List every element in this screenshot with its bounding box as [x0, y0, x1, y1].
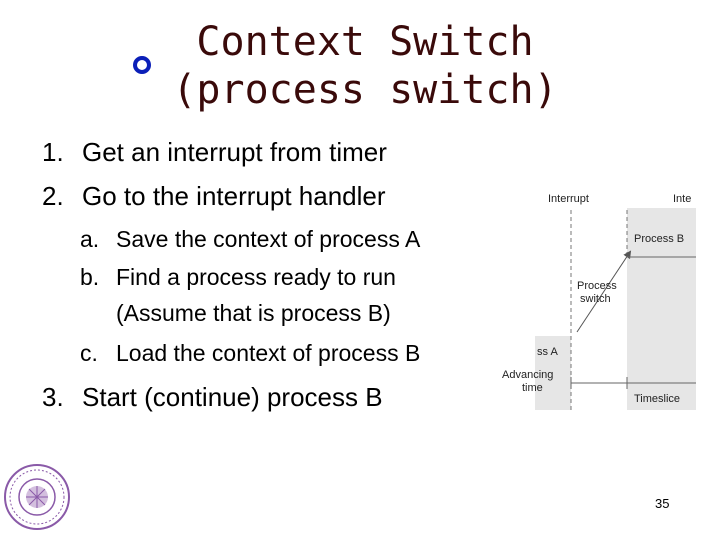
substep-b-text: Find a process ready to run	[116, 264, 396, 290]
interrupt-label-left: Interrupt	[548, 193, 589, 205]
advancing-time-label-1: Advancing	[502, 369, 553, 381]
process-switch-label-2: switch	[580, 293, 611, 305]
step-3: 3. Start (continue) process B	[42, 382, 383, 413]
step-3-text: Start (continue) process B	[82, 382, 383, 412]
step-2: 2. Go to the interrupt handler	[42, 181, 386, 212]
step-3-number: 3.	[42, 382, 64, 412]
title-bullet-icon	[133, 56, 151, 74]
process-a-label: ss A	[537, 346, 558, 358]
slide-title: Context Switch (process switch)	[160, 18, 570, 114]
substep-a-letter: a.	[80, 226, 100, 252]
substep-b: b. Find a process ready to run	[80, 264, 396, 291]
interrupt-label-right: Inte	[673, 193, 691, 205]
title-line-2: (process switch)	[172, 67, 558, 113]
step-1: 1. Get an interrupt from timer	[42, 137, 387, 168]
advancing-time-label-2: time	[522, 382, 543, 394]
title-line-1: Context Switch	[196, 19, 534, 65]
substep-a-text: Save the context of process A	[116, 226, 421, 252]
substep-a: a. Save the context of process A	[80, 226, 420, 253]
substep-c: c. Load the context of process B	[80, 340, 420, 367]
process-b-box	[627, 208, 696, 410]
substep-b-note: (Assume that is process B)	[80, 300, 391, 327]
page-number: 35	[655, 496, 670, 511]
process-a-box	[535, 336, 571, 410]
process-switch-label-1: Process	[577, 280, 617, 292]
university-seal-icon	[4, 464, 70, 530]
step-1-number: 1.	[42, 137, 64, 167]
substep-b-letter: b.	[80, 264, 100, 290]
process-switch-arrow	[576, 250, 632, 333]
substep-b-note-text: (Assume that is process B)	[116, 300, 391, 326]
timeslice-label: Timeslice	[634, 393, 680, 405]
process-b-label: Process B	[634, 233, 684, 245]
step-2-text: Go to the interrupt handler	[82, 181, 386, 211]
step-1-text: Get an interrupt from timer	[82, 137, 387, 167]
step-2-number: 2.	[42, 181, 64, 211]
substep-c-letter: c.	[80, 340, 98, 366]
substep-c-text: Load the context of process B	[116, 340, 421, 366]
